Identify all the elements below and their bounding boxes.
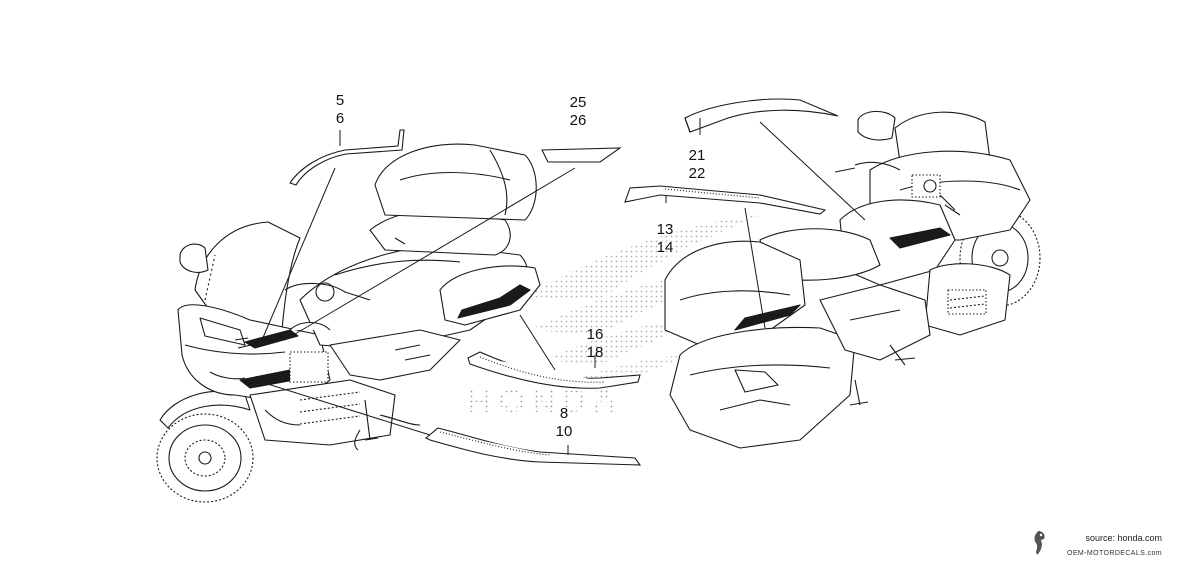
- callout-number: 16: [586, 326, 604, 343]
- callout-number: 10: [555, 423, 573, 440]
- source-credit: source: honda.com: [1085, 533, 1162, 543]
- callout-25-26: 25 26: [558, 94, 598, 130]
- right-motorcycle: [664, 110, 1041, 449]
- decal-25-26: [541, 147, 622, 163]
- callout-16-18: 16 18: [575, 326, 615, 362]
- seahorse-logo-icon: [1034, 531, 1045, 555]
- callout-13-14: 13 14: [645, 221, 685, 257]
- callout-number: 22: [688, 165, 706, 182]
- callout-number: 5: [335, 92, 345, 109]
- callout-number: 14: [656, 239, 674, 256]
- leader-lines: [254, 118, 866, 455]
- decal-5-6: [289, 129, 405, 186]
- left-motorcycle: [156, 143, 541, 503]
- site-watermark: OEM-MOTORDECALS.com: [1067, 550, 1162, 557]
- callout-number: 18: [586, 344, 604, 361]
- decal-21-22: [684, 98, 839, 133]
- decal-8-10: [425, 427, 642, 466]
- decal-13-14: [624, 185, 827, 215]
- callout-21-22: 21 22: [677, 147, 717, 183]
- decal-parts: [289, 98, 839, 466]
- callout-number: 8: [559, 405, 569, 422]
- callout-number: 21: [688, 147, 706, 164]
- honda-wing-watermark: HONDA: [468, 215, 760, 420]
- callout-number: 25: [569, 94, 587, 111]
- callout-number: 26: [569, 112, 587, 129]
- callout-number: 6: [335, 110, 345, 127]
- callout-number: 13: [656, 221, 674, 238]
- callout-5-6: 5 6: [320, 92, 360, 128]
- callout-8-10: 8 10: [544, 405, 584, 441]
